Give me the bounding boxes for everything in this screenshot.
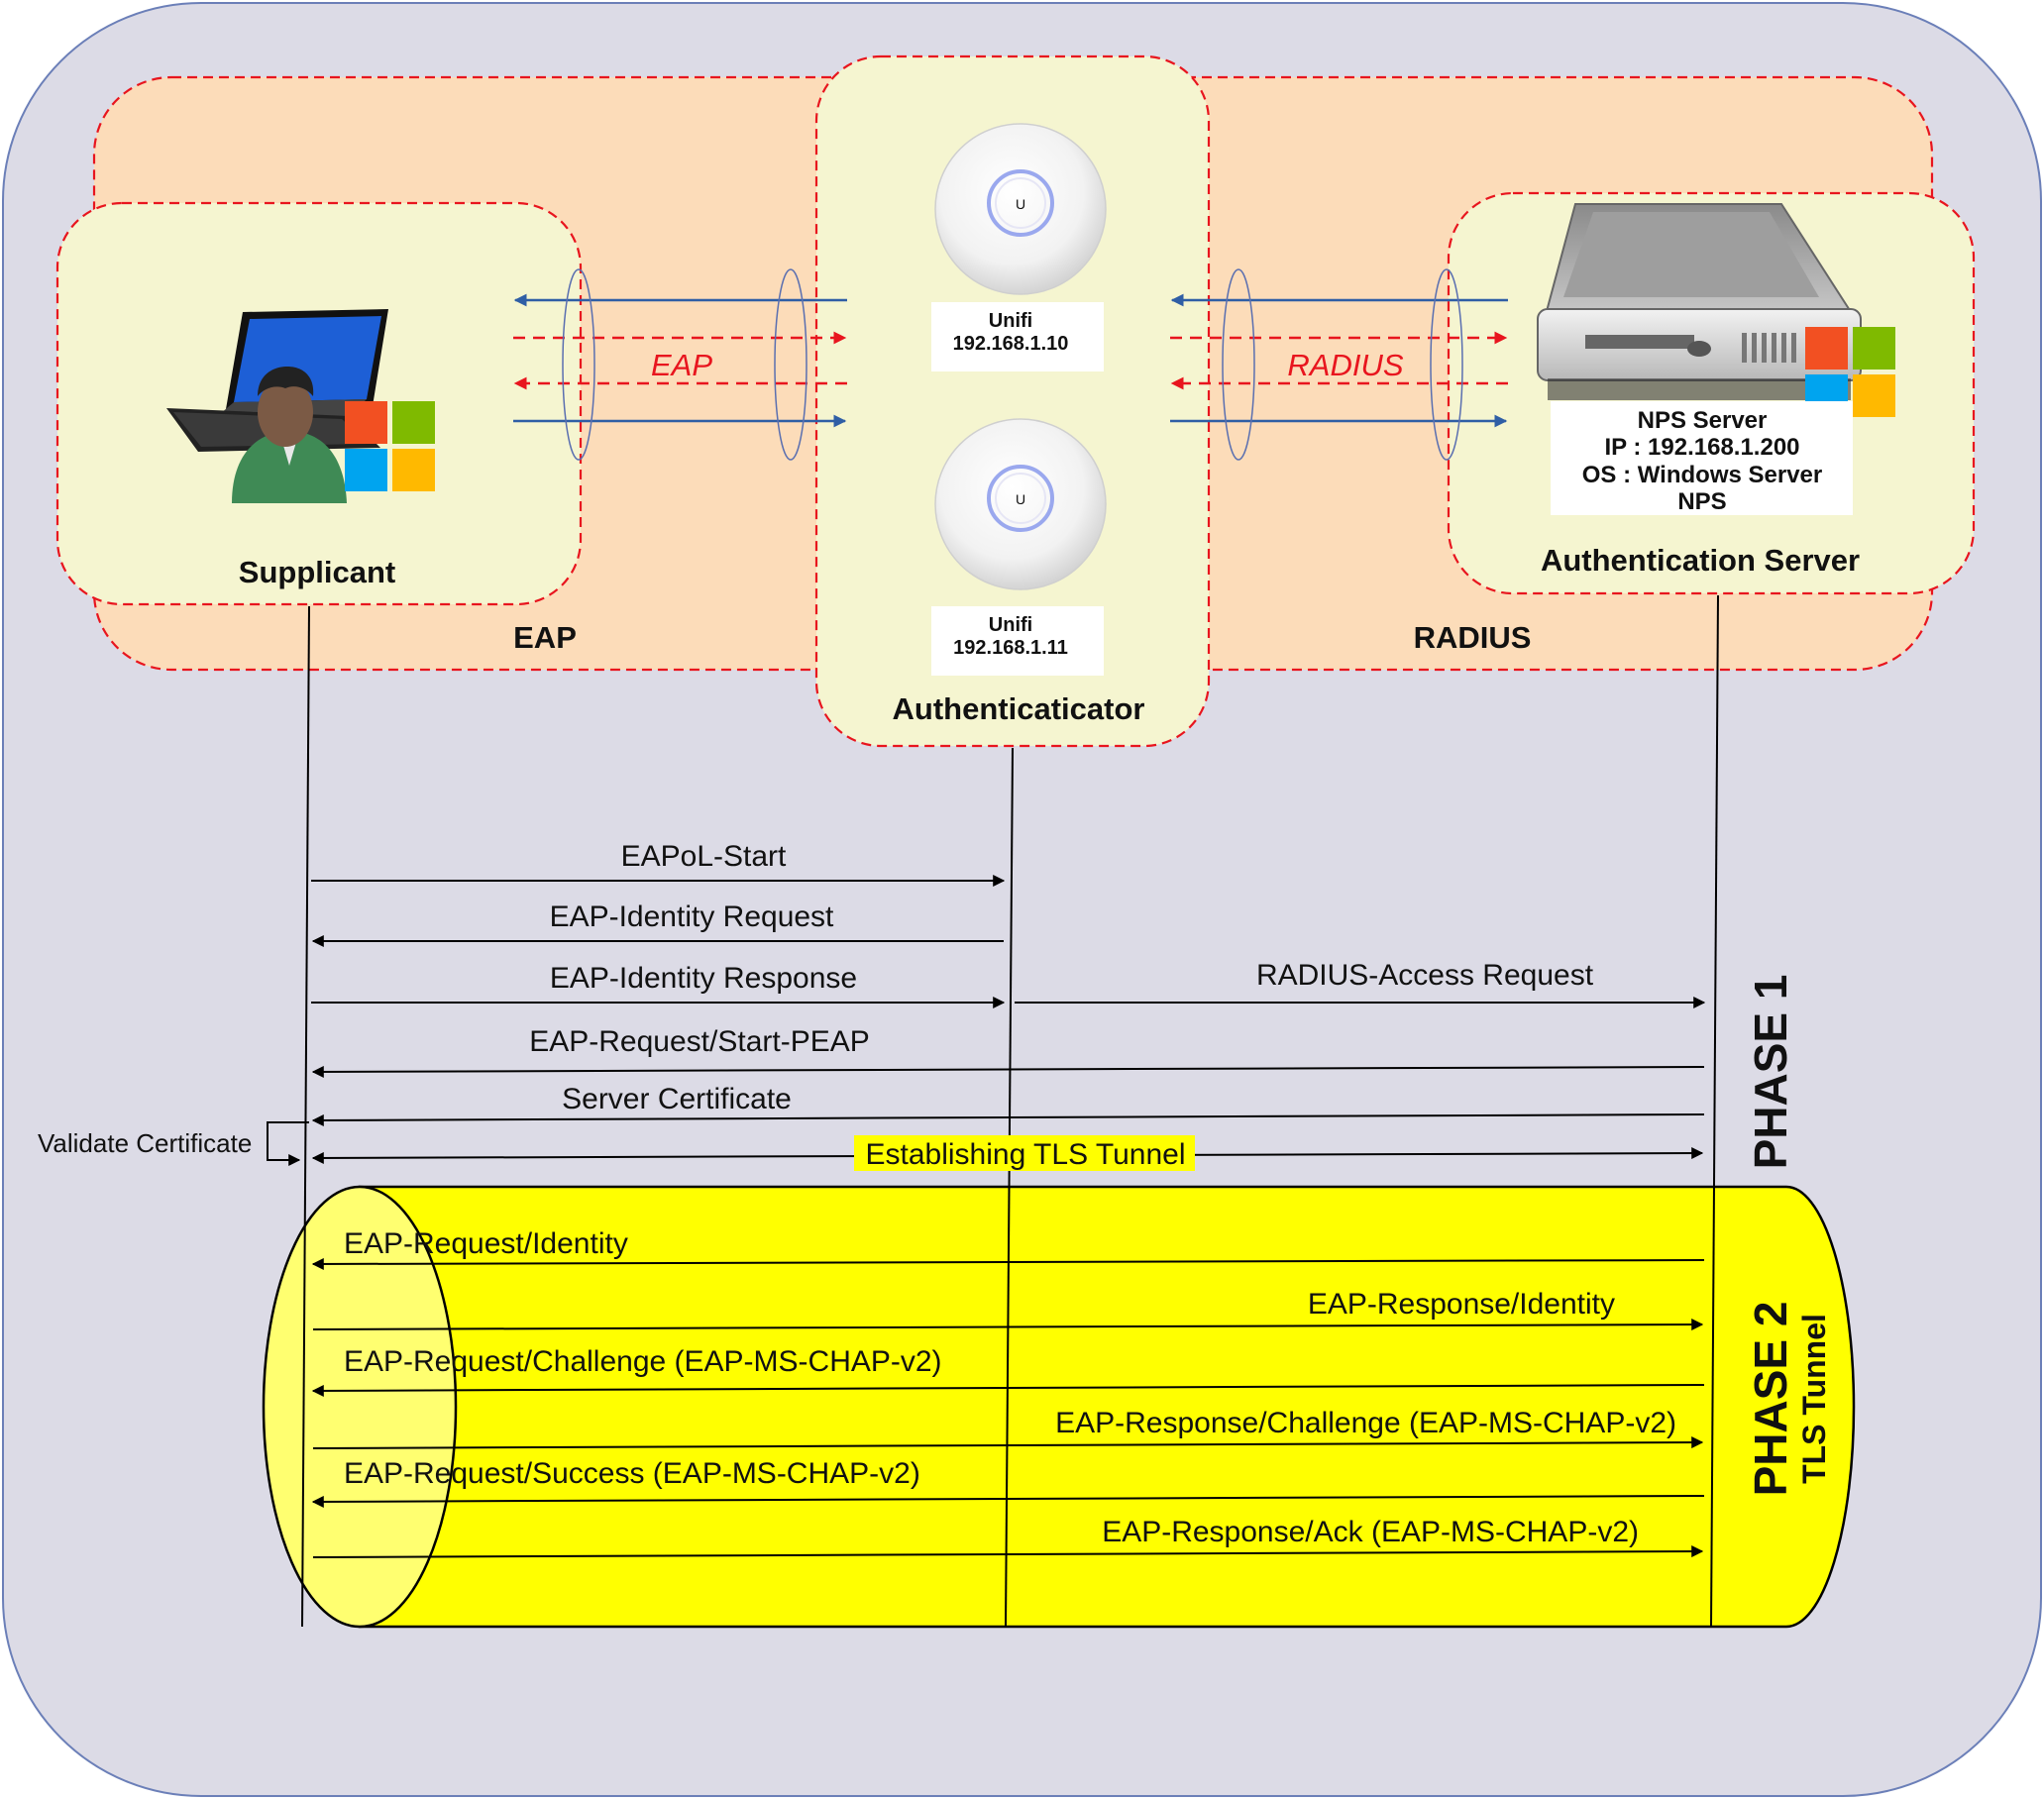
message-arrow [312, 1545, 1704, 1558]
message-label: EAP-Request/Start-PEAP [529, 1025, 869, 1058]
eap-link-arrows [513, 268, 847, 461]
authenticator-box [814, 54, 1211, 748]
message-label: EAP-Response/Challenge (EAP-MS-CHAP-v2) [1055, 1407, 1676, 1439]
access-point-icon: U [934, 418, 1107, 590]
server-info-line: NPS [1677, 488, 1726, 515]
eap-zone-label: EAP [513, 620, 577, 655]
message-arrow [311, 1384, 1705, 1397]
server-info-line: OS : Windows Server [1582, 462, 1823, 488]
message-label: EAP-Request/Identity [344, 1227, 628, 1260]
server-info-line: IP : 192.168.1.200 [1604, 434, 1799, 461]
message-arrow [311, 1065, 1705, 1078]
message-label: Establishing TLS Tunnel [866, 1138, 1186, 1171]
radius-link-arrows [1170, 268, 1508, 461]
validate-certificate-bracket [267, 1121, 309, 1166]
auth-server-label: Authentication Server [1541, 543, 1860, 578]
authenticator-lifeline [1005, 747, 1014, 1628]
message-label: EAP-Identity Request [550, 900, 834, 933]
eap-link-label: EAP [651, 348, 712, 382]
message-label: EAPoL-Start [621, 840, 787, 873]
windows-logo-icon [345, 401, 435, 491]
message-label: EAP-Request/Challenge (EAP-MS-CHAP-v2) [344, 1345, 942, 1378]
auth-server-lifeline [1710, 594, 1719, 1628]
authenticator-label: Authenticaticator [893, 691, 1145, 726]
message-arrow [311, 1495, 1705, 1508]
message-label: RADIUS-Access Request [1256, 959, 1594, 992]
server-info-line: NPS Server [1638, 407, 1768, 434]
ap-name: Unifi [989, 310, 1032, 332]
ap-ip: 192.168.1.10 [953, 333, 1069, 355]
message-arrow [312, 1319, 1704, 1331]
radius-zone-label: RADIUS [1414, 620, 1532, 655]
tls-tunnel [262, 1185, 1856, 1629]
tls-label-highlight [854, 1135, 1195, 1171]
ap-label-box [931, 606, 1104, 676]
message-label: EAP-Request/Success (EAP-MS-CHAP-v2) [344, 1457, 920, 1490]
message-label: EAP-Response/Identity [1308, 1288, 1615, 1321]
ap-ip: 192.168.1.11 [953, 637, 1068, 659]
tls-tunnel-label: TLS Tunnel [1796, 1314, 1832, 1484]
validate-certificate-note: Validate Certificate [38, 1128, 252, 1158]
ap-label-box [931, 302, 1104, 371]
message-arrow [311, 1113, 1705, 1126]
message-label: Server Certificate [562, 1083, 792, 1115]
phase-1-label: PHASE 1 [1745, 975, 1796, 1170]
supplicant-label: Supplicant [239, 555, 395, 589]
message-arrow [312, 1436, 1704, 1449]
server-info-box [1551, 401, 1853, 515]
svg-text:U: U [1016, 196, 1025, 212]
access-point-icon: U [934, 123, 1107, 295]
svg-text:U: U [1016, 491, 1025, 507]
laptop-user-icon [166, 309, 388, 503]
server-icon [1537, 203, 1862, 400]
supplicant-lifeline [301, 605, 310, 1628]
message-arrow [311, 1257, 1705, 1270]
message-label: EAP-Identity Response [550, 962, 857, 995]
message-label: EAP-Response/Ack (EAP-MS-CHAP-v2) [1102, 1516, 1639, 1548]
phase-2-label: PHASE 2 [1745, 1302, 1796, 1497]
ap-name: Unifi [989, 614, 1032, 636]
radius-link-label: RADIUS [1287, 348, 1403, 382]
